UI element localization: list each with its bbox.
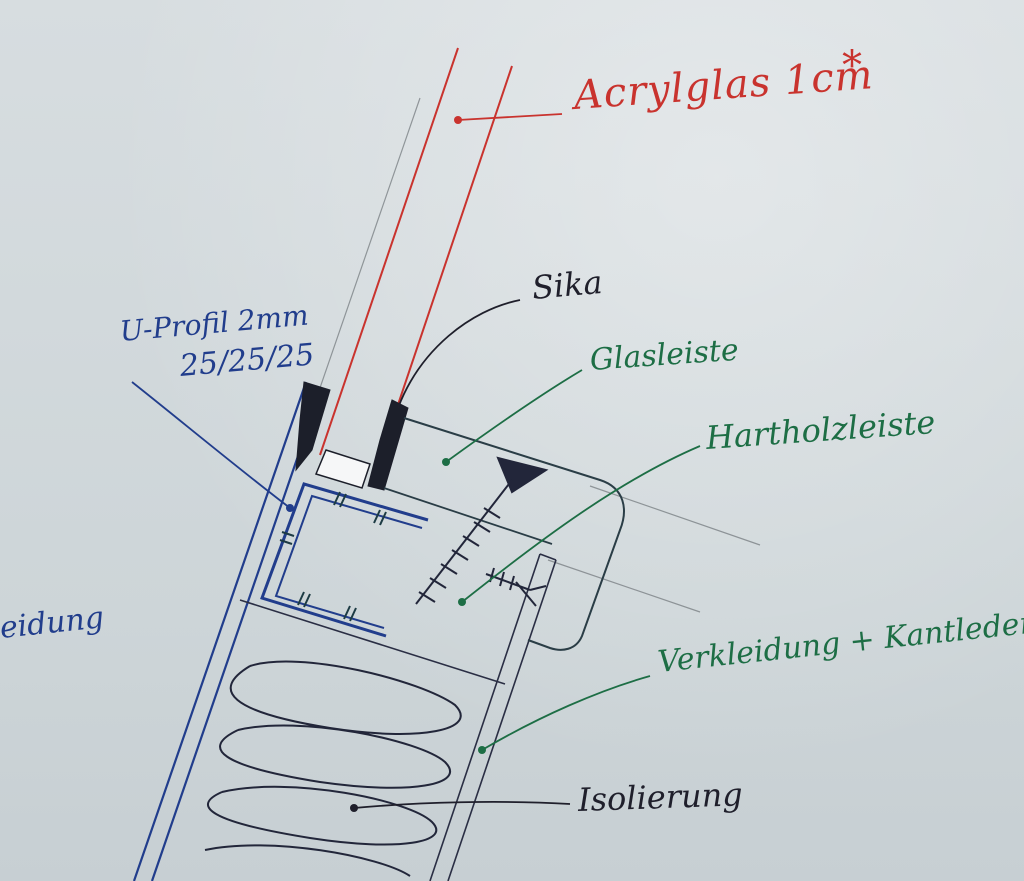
outer-wall-line-2 [150,391,322,881]
verkleidung-board-top [539,553,557,561]
u-profile-tick [373,509,381,524]
u-profile-tick [279,539,293,545]
nail-head [515,581,547,607]
leader-lines [131,113,701,812]
screw-head [496,456,549,494]
pencil-guide-top [589,485,761,546]
leader-glasleiste [445,369,583,463]
label-sika: Sika [530,262,605,307]
leader-u-profil [131,381,291,509]
nail-thread [509,575,515,591]
acrylglas-edge-right [375,65,513,471]
label-isolierung: Isolierung [577,775,744,819]
glasleiste-outline [403,417,625,651]
leader-hartholzleiste-dot [458,598,466,606]
leader-sika [397,299,521,409]
glass-spacer-block [314,449,371,489]
hartholzleiste-screw [415,456,549,605]
u-profile-tick [333,491,341,506]
sika-block-right [367,399,409,491]
u-profile-tick [281,531,295,537]
screw-thread [418,591,436,603]
outer-wall-line-1 [132,381,308,881]
u-profile-inner-outline [274,494,423,629]
u-profile-tick [303,593,311,608]
sika-sealant [295,381,409,491]
screw-thread [440,563,458,575]
u-profile-ticks [279,491,387,622]
insulation-top-line [239,599,506,685]
leader-acrylglas-dot [454,116,462,124]
glasleiste-base [383,487,553,545]
verkleidung-board-1 [429,553,541,881]
verkleidung-nail [485,567,547,607]
leader-glasleiste-dot [442,458,450,466]
label-acrylglas-asterisk: * [842,43,862,89]
u-profile-tick [379,511,387,526]
u-profile-tick [339,493,347,508]
screw-thread [451,549,469,561]
pencil-guide-bottom [547,559,701,613]
acrylglas-pane [319,47,513,471]
leader-u-profil-dot [286,504,294,512]
acrylglas-edge-left [319,47,459,456]
insulation-squiggle [204,660,462,877]
outer-wall [132,381,322,881]
screw-thread [462,535,480,547]
pencil-guides [301,97,761,613]
screw-thread [473,521,491,533]
leader-verkleidung-dot [478,746,486,754]
verkleidung-board-2 [447,559,557,881]
leader-isolierung [353,801,571,809]
leader-acrylglas [457,113,563,121]
leader-isolierung-dot [350,804,358,812]
screw-thread [483,507,501,519]
screw-thread [429,577,447,589]
nail-thread [499,571,505,587]
u-profile-tick [343,605,351,620]
leader-verkleidung [481,675,651,751]
u-profile-tick [349,607,357,622]
insulation-boundaries [239,553,557,881]
leader-hartholzleiste [461,445,701,603]
sika-block-left [295,381,331,472]
pencil-guide-left [301,97,421,441]
screw-shaft [415,479,513,605]
u-profile-tick [297,591,305,606]
